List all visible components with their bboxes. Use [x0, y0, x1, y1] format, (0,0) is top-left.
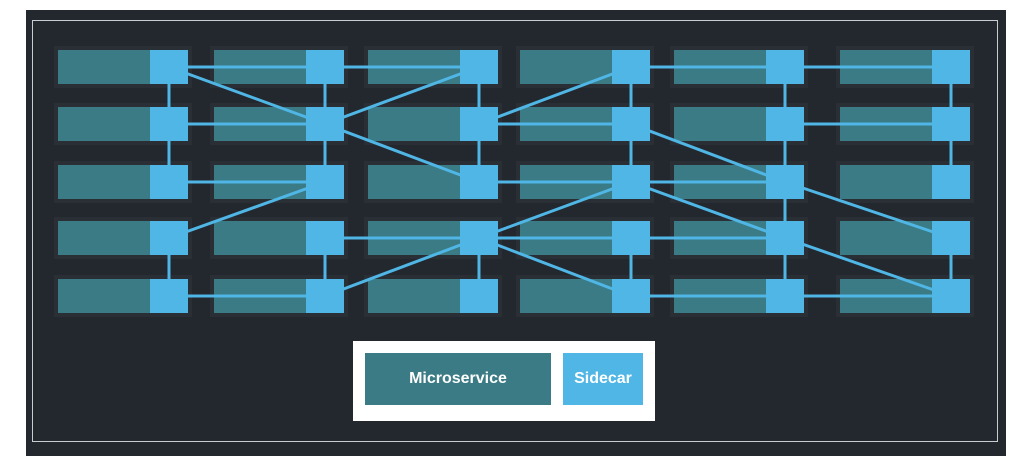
sidecar-box: [306, 107, 344, 141]
sidecar-box: [460, 165, 498, 199]
sidecar-box: [932, 107, 970, 141]
microservice-box: [368, 107, 460, 141]
microservice-box: [58, 165, 150, 199]
sidecar-box: [932, 50, 970, 84]
mesh-link: [324, 65, 480, 126]
microservice-box: [674, 107, 766, 141]
diagram-panel: Microservice Sidecar: [26, 10, 1006, 456]
sidecar-box: [306, 221, 344, 255]
microservice-box: [58, 50, 150, 84]
microservice-box: [368, 279, 460, 313]
mesh-link: [478, 65, 632, 126]
mesh-link: [168, 180, 326, 240]
sidecar-box: [932, 221, 970, 255]
sidecar-box: [612, 165, 650, 199]
service-mesh: [54, 46, 974, 317]
diagram-frame: [32, 20, 998, 442]
sidecar-box: [460, 50, 498, 84]
sidecar-box: [306, 50, 344, 84]
sidecar-box: [766, 50, 804, 84]
sidecar-box: [766, 107, 804, 141]
sidecar-box: [766, 165, 804, 199]
sidecar-box: [932, 279, 970, 313]
legend: Microservice Sidecar: [353, 341, 655, 421]
mesh-link: [478, 180, 632, 240]
mesh-link: [784, 236, 952, 298]
microservice-box: [58, 107, 150, 141]
sidecar-box: [306, 279, 344, 313]
sidecar-box: [150, 165, 188, 199]
sidecar-box: [150, 107, 188, 141]
mesh-link: [168, 65, 326, 126]
sidecar-box: [766, 279, 804, 313]
sidecar-box: [460, 107, 498, 141]
mesh-link: [324, 236, 480, 298]
sidecar-box: [766, 221, 804, 255]
legend-sidecar: Sidecar: [563, 353, 643, 405]
legend-microservice: Microservice: [365, 353, 551, 405]
sidecar-box: [932, 165, 970, 199]
mesh-link: [784, 180, 952, 240]
microservice-box: [58, 279, 150, 313]
sidecar-box: [612, 107, 650, 141]
sidecar-box: [150, 221, 188, 255]
sidecar-box: [150, 279, 188, 313]
mesh-link: [630, 122, 786, 184]
microservice-box: [58, 221, 150, 255]
microservice-box: [840, 165, 932, 199]
sidecar-box: [612, 221, 650, 255]
sidecar-box: [612, 279, 650, 313]
microservice-box: [214, 221, 306, 255]
microservice-box: [520, 279, 612, 313]
mesh-link: [478, 236, 632, 298]
sidecar-box: [612, 50, 650, 84]
sidecar-box: [306, 165, 344, 199]
sidecar-box: [460, 279, 498, 313]
sidecar-box: [150, 50, 188, 84]
sidecar-box: [460, 221, 498, 255]
mesh-link: [324, 122, 480, 184]
mesh-link: [630, 180, 786, 240]
